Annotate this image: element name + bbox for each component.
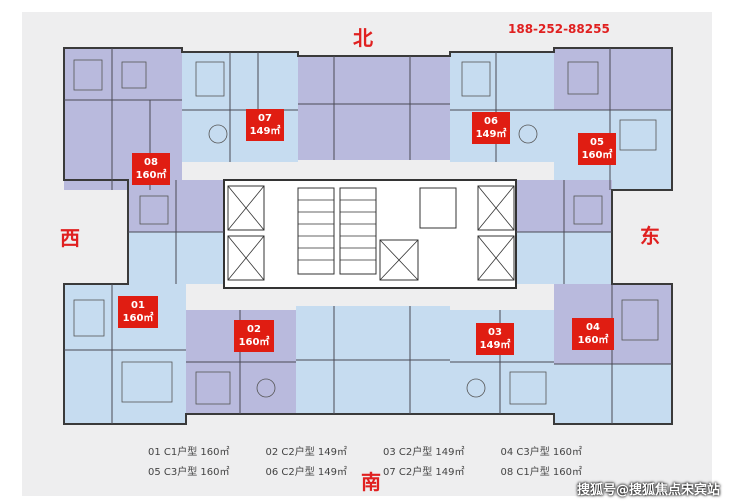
legend-item: 02 C2户型 149㎡	[265, 446, 348, 458]
compass-north: 北	[353, 26, 373, 50]
compass-west: 西	[60, 226, 80, 250]
zone-06	[450, 52, 554, 162]
legend-item: 01 C1户型 160㎡	[148, 446, 230, 458]
unit-tag-03: 03 149㎡	[476, 323, 514, 355]
unit-tag-area: 160㎡	[581, 150, 613, 161]
unit-tag-area: 160㎡	[135, 170, 167, 181]
legend-item: 06 C2户型 149㎡	[265, 466, 348, 478]
walls	[63, 47, 673, 425]
unit-tag-04: 04 160㎡	[572, 318, 614, 350]
unit-tag-02: 02 160㎡	[234, 320, 274, 352]
unit-tag-area: 160㎡	[122, 313, 154, 324]
unit-tag-06: 06 149㎡	[472, 112, 510, 144]
unit-tag-area: 149㎡	[249, 126, 281, 137]
contact-phone: 188-252-88255	[508, 22, 610, 36]
legend-row: 05 C3户型 160㎡ 06 C2户型 149㎡ 07 C2户型 149㎡ 0…	[148, 460, 618, 480]
unit-tag-01: 01 160㎡	[118, 296, 158, 328]
unit-tag-number: 05	[590, 137, 604, 148]
compass-east: 东	[640, 224, 660, 248]
unit-tag-number: 03	[488, 327, 502, 338]
zone-06b	[372, 56, 450, 160]
unit-tag-area: 149㎡	[475, 129, 507, 140]
legend-item: 07 C2户型 149㎡	[383, 466, 465, 478]
unit-tag-number: 06	[484, 116, 498, 127]
unit-tag-number: 07	[258, 113, 272, 124]
legend-item: 05 C3户型 160㎡	[148, 466, 230, 478]
unit-tag-number: 04	[586, 322, 600, 333]
zone-07	[182, 52, 298, 162]
zone-04-lower	[554, 364, 672, 424]
zone-05-upper	[554, 48, 672, 110]
unit-tag-05: 05 160㎡	[578, 133, 616, 165]
legend-item: 03 C2户型 149㎡	[383, 446, 465, 458]
furniture	[73, 59, 659, 405]
unit-tag-08: 08 160㎡	[132, 153, 170, 185]
unit-tag-number: 08	[144, 157, 158, 168]
unit-tag-area: 160㎡	[238, 337, 270, 348]
legend-row: 01 C1户型 160㎡ 02 C2户型 149㎡ 03 C2户型 149㎡ 0…	[148, 440, 618, 460]
central-core	[223, 179, 517, 289]
unit-tag-07: 07 149㎡	[246, 109, 284, 141]
zone-07b	[298, 56, 372, 160]
unit-type-legend: 01 C1户型 160㎡ 02 C2户型 149㎡ 03 C2户型 149㎡ 0…	[148, 440, 618, 480]
unit-tag-area: 160㎡	[577, 335, 609, 346]
watermark: 搜狐号@搜狐焦点宋宾站	[576, 483, 720, 498]
legend-item: 04 C3户型 160㎡	[500, 446, 583, 458]
legend-item: 08 C1户型 160㎡	[500, 466, 583, 478]
unit-tag-number: 02	[247, 324, 261, 335]
unit-tag-area: 149㎡	[479, 340, 511, 351]
unit-tag-number: 01	[131, 300, 145, 311]
compass-south: 南	[361, 470, 381, 494]
